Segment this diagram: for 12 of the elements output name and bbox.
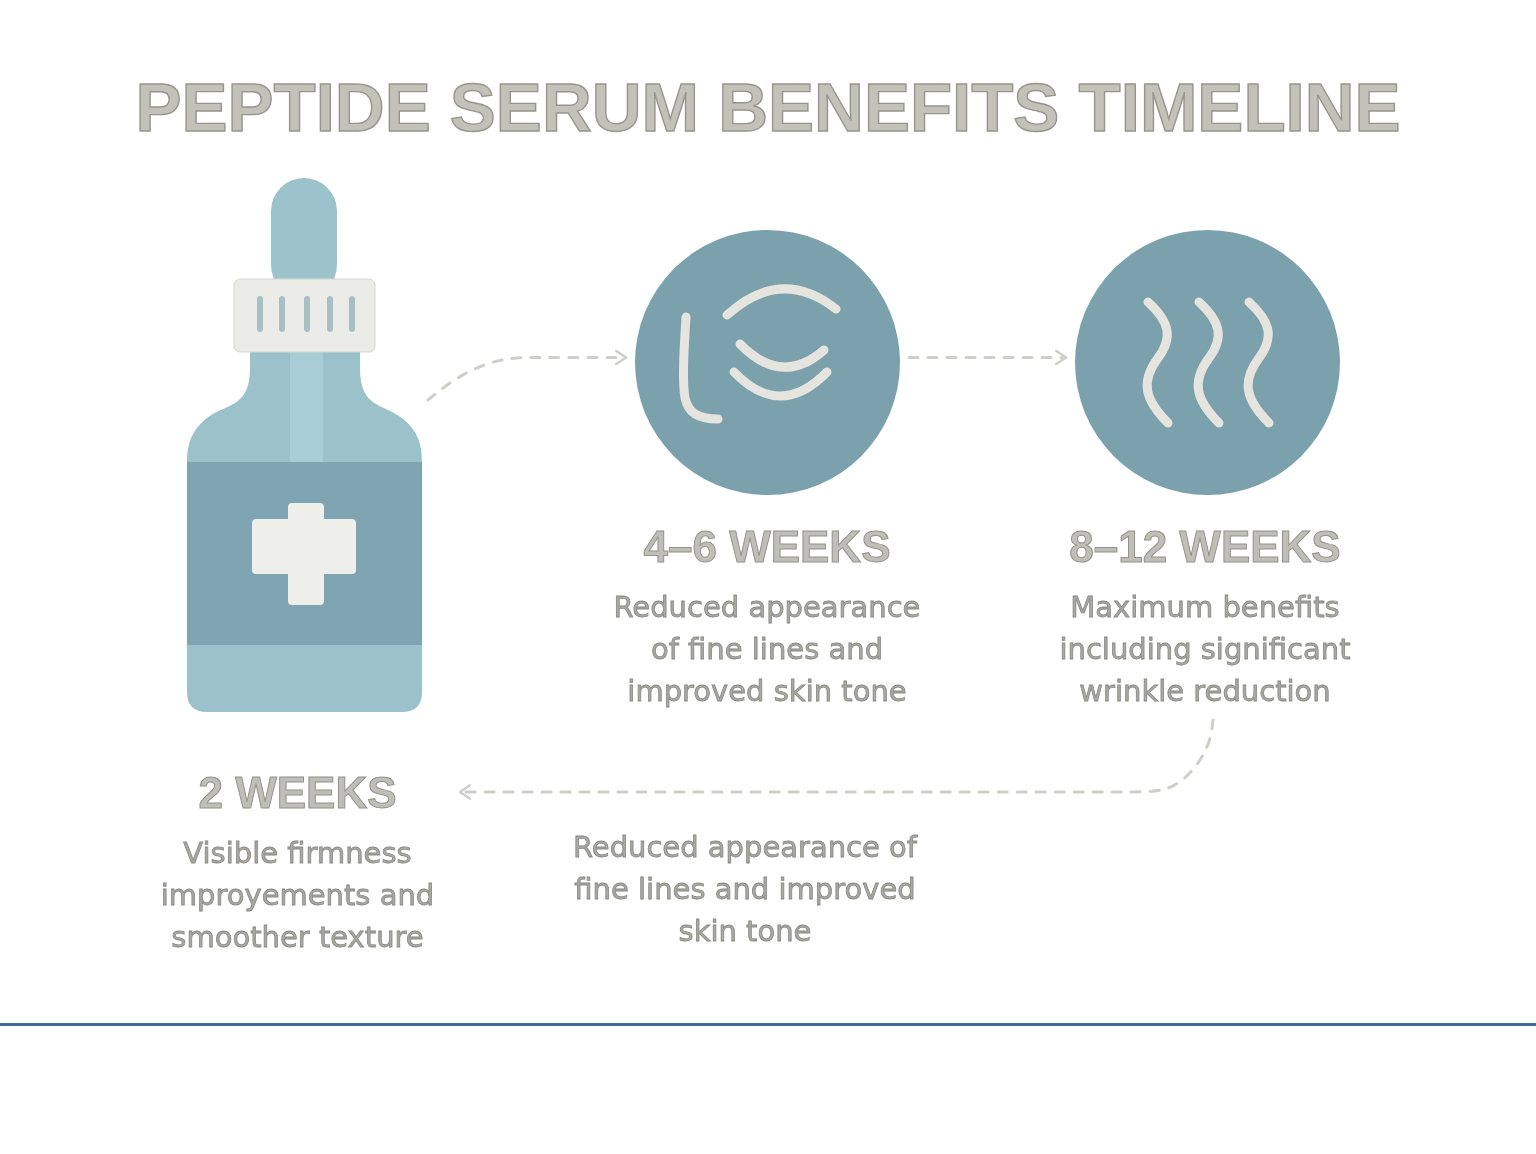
step-heading: 4–6 WEEKS bbox=[643, 522, 891, 572]
step-description: Reduced appearance of fine lines and improved skin tone bbox=[612, 589, 922, 710]
dashed-arrow bbox=[426, 349, 628, 402]
step-heading: 8–12 WEEKS bbox=[1069, 522, 1341, 572]
dashed-arrow bbox=[907, 349, 1068, 366]
step-heading: 2 WEEKS bbox=[198, 768, 397, 818]
step-description: Maximum benefits including significant wrinkle reduction bbox=[1058, 589, 1352, 710]
dashed-arrow bbox=[458, 718, 1215, 800]
title-heading: PEPTIDE SERUM BENEFITS TIMELINE bbox=[135, 68, 1401, 148]
step-description: Reduced appearance of fine lines and improved skin tone bbox=[571, 829, 919, 950]
step-description: Visible firmness improyements and smoother texture bbox=[159, 835, 436, 956]
dropper-bottle-illustration bbox=[187, 178, 422, 712]
